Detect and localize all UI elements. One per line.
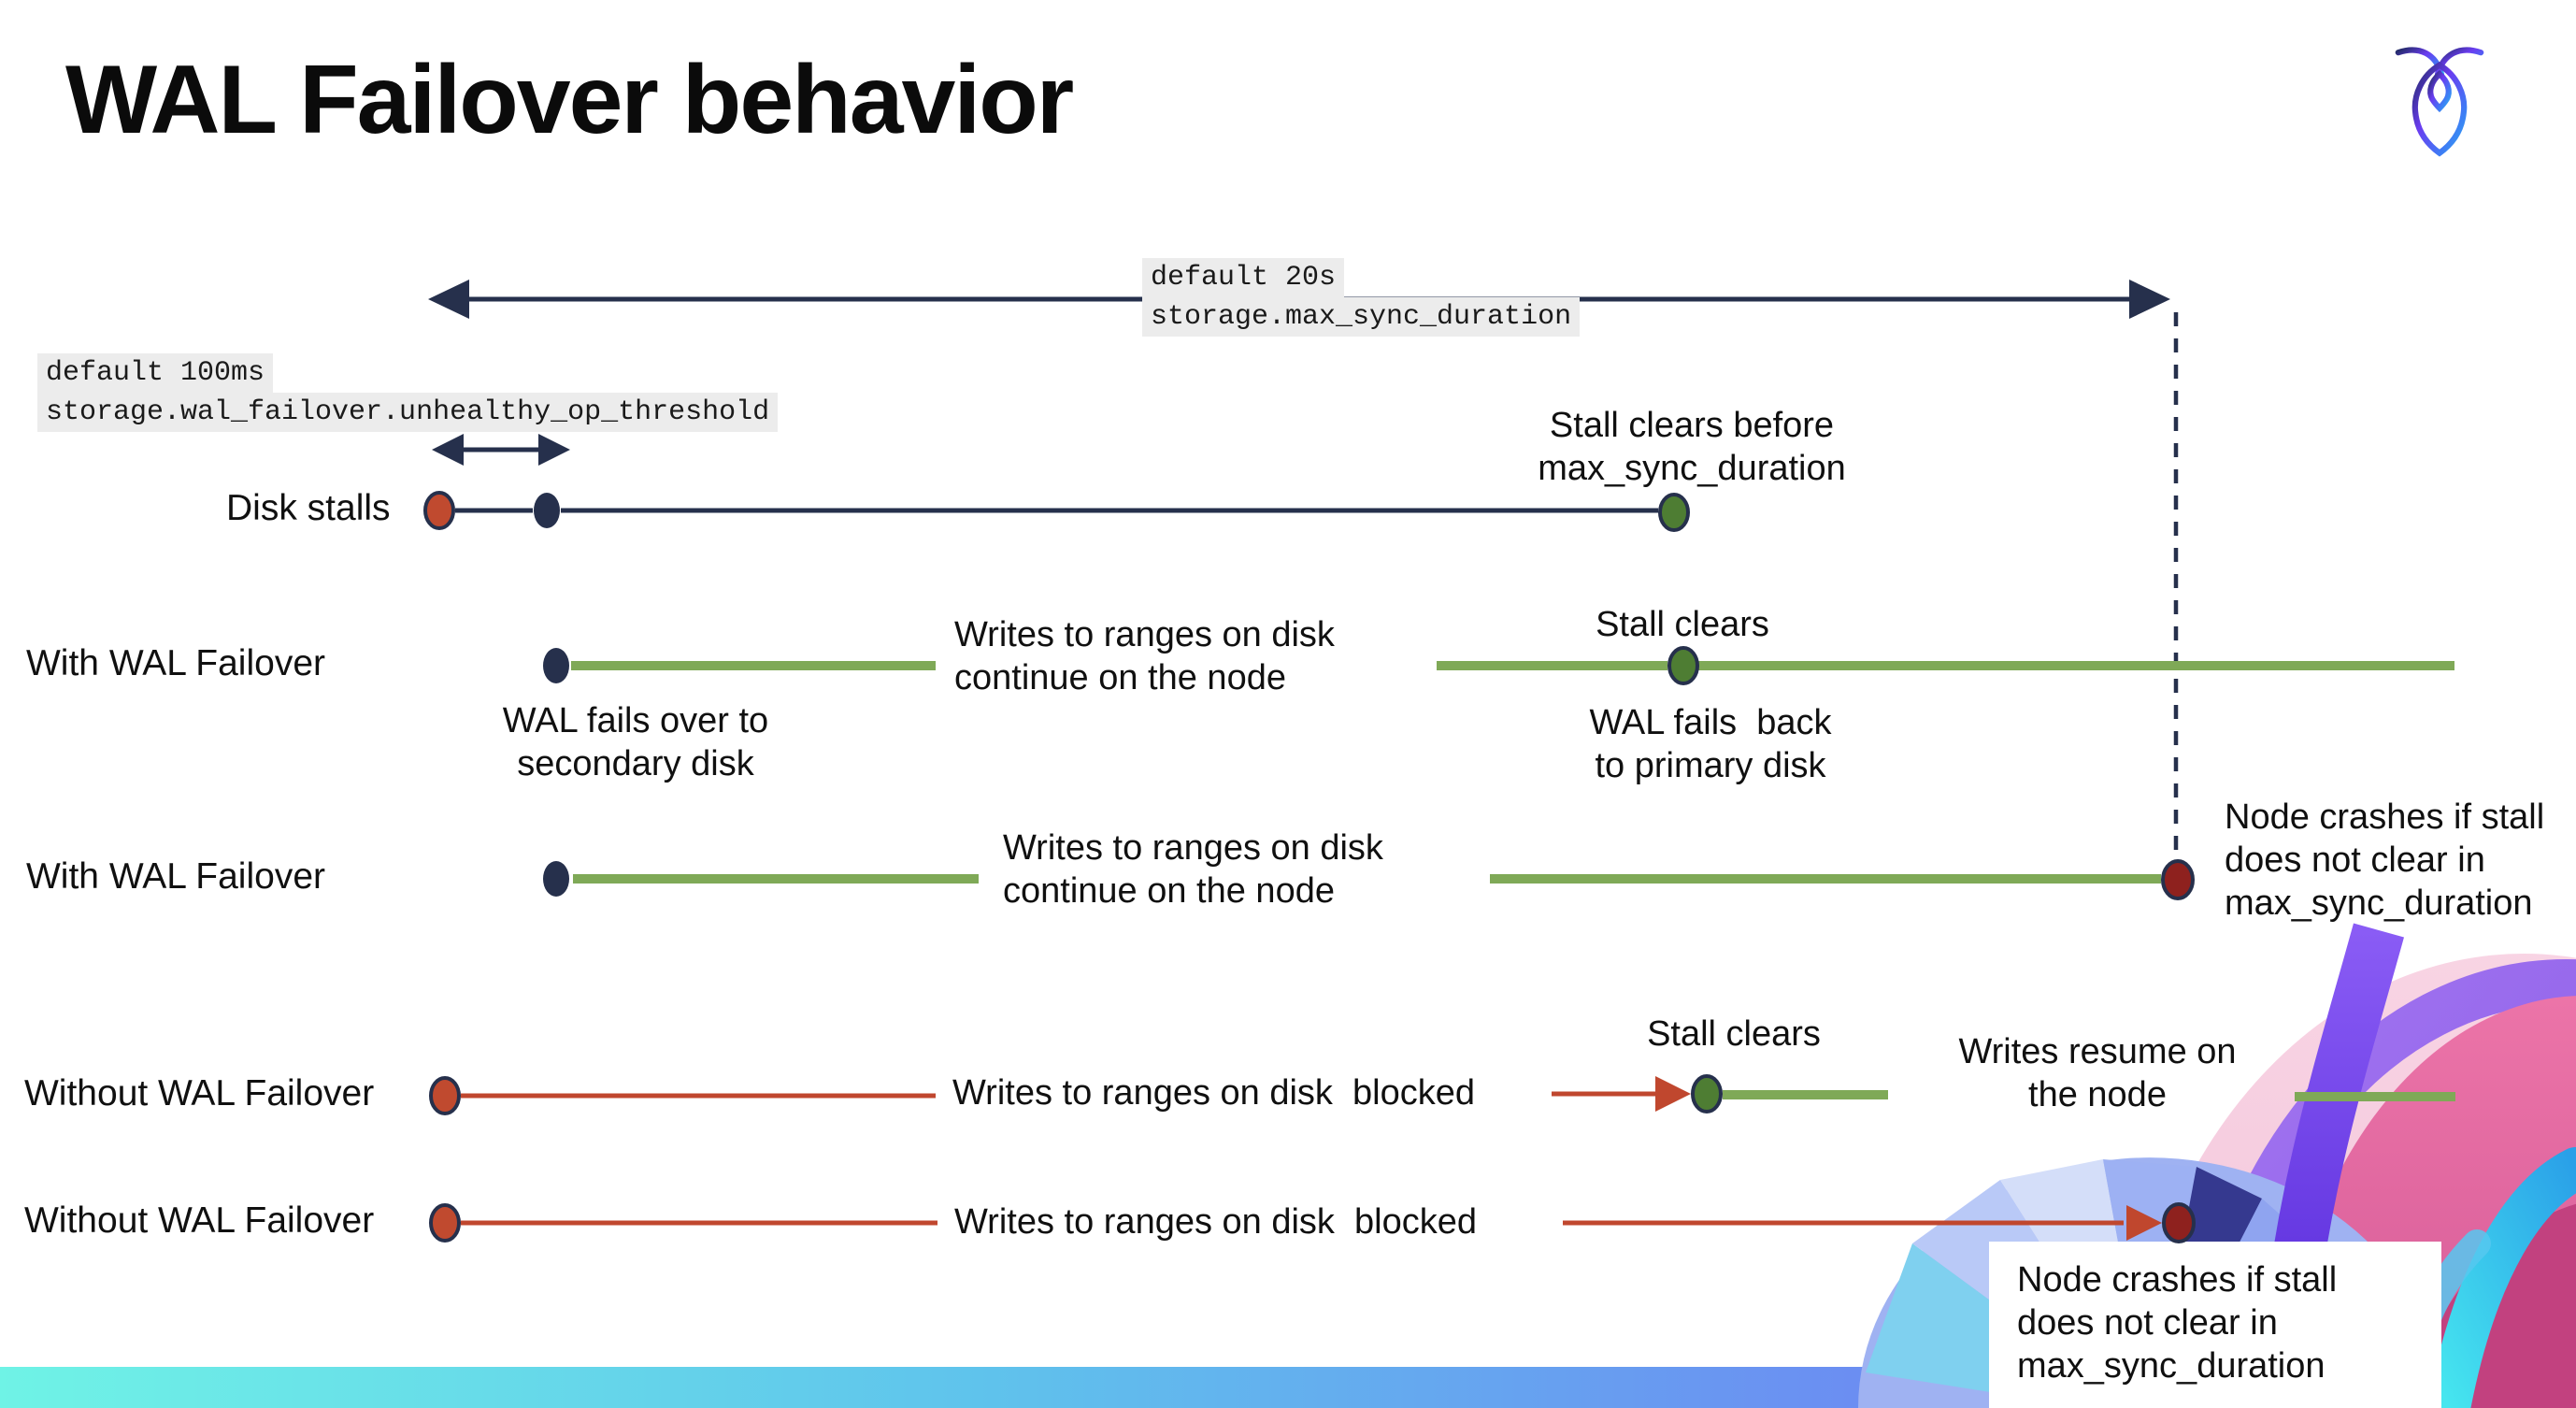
row2-failback-note: WAL fails back to primary disk — [1589, 703, 1832, 785]
row4-stall-clears-dot — [1691, 1074, 1723, 1113]
row1-label: Disk stalls — [226, 488, 391, 528]
row4-label: Without WAL Failover — [24, 1073, 375, 1113]
threshold-setting-label: storage.wal_failover.unhealthy_op_thresh… — [37, 393, 779, 432]
max-sync-arrowhead-right — [2129, 280, 2170, 319]
row2-stall-clears-dot — [1667, 646, 1699, 685]
row4-stall-clears-note: Stall clears — [1647, 1014, 1821, 1054]
row3-failover-dot — [543, 861, 569, 897]
row2-writes-note: Writes to ranges on disk continue on the… — [954, 615, 1335, 697]
row3-crash-dot — [2161, 859, 2195, 900]
row5-blocked-note: Writes to ranges on disk blocked — [954, 1202, 1478, 1242]
row4-resume-note: Writes resume on the node — [1958, 1032, 2237, 1114]
row2-failover-dot — [543, 648, 569, 683]
crash-note-without-failover: Node crashes if stall does not clear in … — [2017, 1260, 2338, 1386]
max-sync-default-label: default 20s — [1142, 258, 1345, 297]
art-cyan-swoosh — [2427, 1147, 2576, 1408]
row2-label: With WAL Failover — [26, 643, 325, 683]
crash-callout-box: Node crashes if stall does not clear in … — [1989, 1242, 2441, 1408]
row1-stall-start-dot — [423, 491, 455, 530]
row1-stall-clears-dot — [1658, 493, 1690, 532]
row5-label: Without WAL Failover — [24, 1200, 375, 1241]
row5-stall-start-dot — [429, 1203, 461, 1243]
row3-label: With WAL Failover — [26, 856, 325, 897]
row4-red-arrowhead — [1655, 1076, 1691, 1112]
row2-failover-note: WAL fails over to secondary disk — [502, 701, 769, 783]
row4-stall-start-dot — [429, 1076, 461, 1115]
max-sync-setting-label: storage.max_sync_duration — [1142, 297, 1581, 337]
art-purple-band — [2184, 959, 2576, 1408]
row4-blocked-note: Writes to ranges on disk blocked — [952, 1073, 1476, 1113]
row1-threshold-dot — [534, 493, 560, 528]
row1-stall-clears-note: Stall clears before max_sync_duration — [1538, 406, 1846, 488]
cockroachdb-logo-icon — [2395, 47, 2484, 157]
row5-crash-dot — [2162, 1202, 2196, 1243]
row3-writes-note: Writes to ranges on disk continue on the… — [1003, 828, 1383, 911]
page-title: WAL Failover behavior — [65, 46, 1074, 154]
threshold-arrowhead-left — [432, 434, 464, 466]
row5-red-arrowhead — [2126, 1205, 2162, 1241]
threshold-default-label: default 100ms — [37, 353, 274, 393]
row3-crash-note: Node crashes if stall does not clear in … — [2225, 797, 2545, 923]
max-sync-arrowhead-left — [428, 280, 469, 319]
row2-stall-clears-note: Stall clears — [1596, 605, 1769, 644]
threshold-arrowhead-right — [538, 434, 570, 466]
